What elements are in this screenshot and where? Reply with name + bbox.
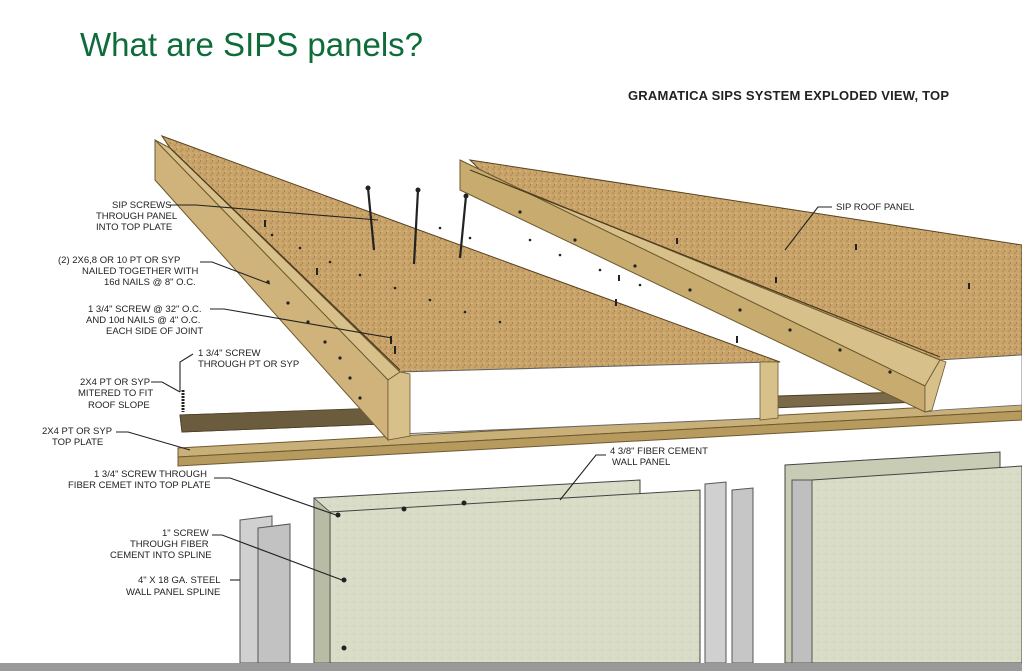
label-roof-panel-line1: SIP ROOF PANEL bbox=[836, 202, 914, 213]
label-screw-pt-line1: 1 3/4" SCREW bbox=[198, 348, 261, 359]
label-top-plate: 2X4 PT OR SYP TOP PLATE bbox=[42, 426, 112, 448]
label-screw-spline: 1" SCREW THROUGH FIBER CEMENT INTO SPLIN… bbox=[110, 528, 212, 561]
label-top-plate-line2: TOP PLATE bbox=[52, 437, 103, 448]
label-screw-32-line1: 1 3/4" SCREW @ 32" O.C. bbox=[88, 304, 202, 315]
right-sip-roof-panel bbox=[459, 159, 1022, 413]
diagram-title: GRAMATICA SIPS SYSTEM EXPLODED VIEW, TOP bbox=[628, 88, 950, 103]
label-screw-fiber: 1 3/4" SCREW THROUGH FIBER CEMET INTO TO… bbox=[68, 469, 211, 491]
label-steel-spline-line1: 4" X 18 GA. STEEL bbox=[138, 575, 221, 586]
label-screw-32-line3: EACH SIDE OF JOINT bbox=[106, 326, 203, 337]
label-nailed-plates-line2: NAILED TOGETHER WITH bbox=[82, 266, 198, 277]
label-nailed-plates-line3: 16d NAILS @ 8" O.C. bbox=[104, 277, 196, 288]
label-screw-pt: 1 3/4" SCREW THROUGH PT OR SYP bbox=[198, 348, 299, 370]
label-sip-screws-line3: INTO TOP PLATE bbox=[96, 222, 172, 233]
label-wall-panel: 4 3/8" FIBER CEMENT WALL PANEL bbox=[610, 446, 708, 468]
leader-lines bbox=[116, 204, 832, 581]
label-screw-32: 1 3/4" SCREW @ 32" O.C. AND 10d NAILS @ … bbox=[86, 304, 203, 337]
label-screw-pt-line2: THROUGH PT OR SYP bbox=[198, 359, 299, 370]
label-screw-fiber-line2: FIBER CEMET INTO TOP PLATE bbox=[68, 480, 211, 491]
label-top-plate-line1: 2X4 PT OR SYP bbox=[42, 426, 112, 437]
bottom-bar bbox=[0, 663, 1022, 671]
label-wall-panel-line2: WALL PANEL bbox=[612, 457, 670, 468]
slide-title: What are SIPS panels? bbox=[80, 26, 424, 63]
steel-spline-left bbox=[239, 515, 291, 663]
label-mitered-line2: MITERED TO FIT bbox=[78, 388, 153, 399]
label-wall-panel-line1: 4 3/8" FIBER CEMENT bbox=[610, 446, 708, 457]
label-steel-spline-line2: WALL PANEL SPLINE bbox=[126, 587, 220, 598]
left-sip-roof-panel bbox=[154, 135, 781, 442]
label-nailed-plates: (2) 2X6,8 OR 10 PT OR SYP NAILED TOGETHE… bbox=[58, 255, 198, 288]
label-steel-spline: 4" X 18 GA. STEEL WALL PANEL SPLINE bbox=[126, 575, 221, 598]
label-mitered-line1: 2X4 PT OR SYP bbox=[80, 377, 150, 388]
label-mitered: 2X4 PT OR SYP MITERED TO FIT ROOF SLOPE bbox=[78, 377, 153, 411]
fiber-cement-wall-panel-left bbox=[313, 479, 701, 663]
label-screw-32-line2: AND 10d NAILS @ 4" O.C. bbox=[86, 315, 200, 326]
label-screw-spline-line2: THROUGH FIBER bbox=[130, 539, 209, 550]
label-mitered-line3: ROOF SLOPE bbox=[88, 400, 150, 411]
label-screw-spline-line1: 1" SCREW bbox=[162, 528, 209, 539]
label-sip-screws-line1: SIP SCREWS bbox=[112, 200, 171, 211]
label-roof-panel: SIP ROOF PANEL bbox=[836, 202, 914, 213]
label-screw-spline-line3: CEMENT INTO SPLINE bbox=[110, 550, 212, 561]
fiber-cement-wall-panel-right bbox=[784, 451, 1022, 663]
steel-spline-middle bbox=[704, 481, 754, 663]
label-screw-fiber-line1: 1 3/4" SCREW THROUGH bbox=[94, 469, 207, 480]
label-sip-screws: SIP SCREWS THROUGH PANEL INTO TOP PLATE bbox=[96, 200, 177, 233]
label-sip-screws-line2: THROUGH PANEL bbox=[96, 211, 177, 222]
label-nailed-plates-line1: (2) 2X6,8 OR 10 PT OR SYP bbox=[58, 255, 180, 266]
